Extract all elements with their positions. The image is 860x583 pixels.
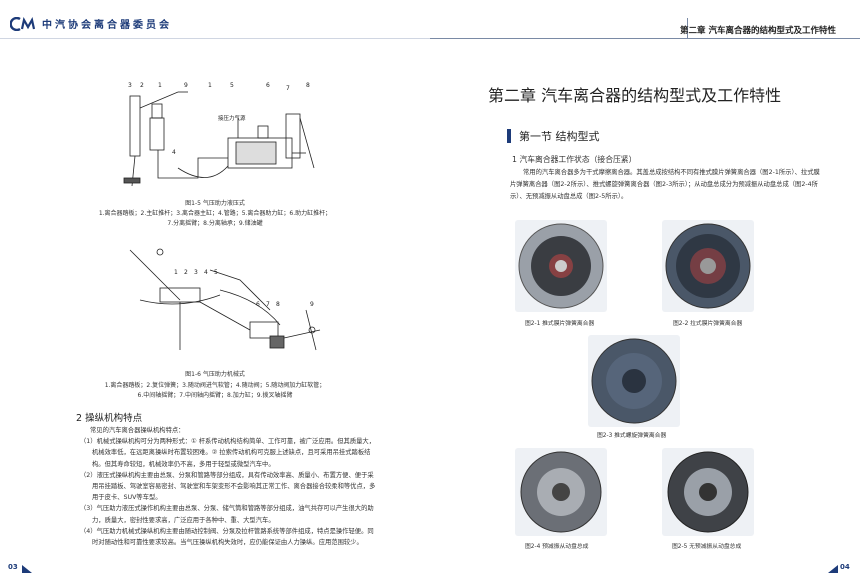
header-separator: [687, 18, 688, 38]
body-text-left: 常见的汽车离合器操纵机构特点： （1）机械式操纵机构可分为两种形式：① 杆系传动…: [78, 425, 378, 548]
fig2-num-5: 5: [214, 269, 218, 276]
org-logo: 中汽协会离合器委员会: [10, 16, 172, 31]
header-rule-left: [0, 38, 430, 39]
photo-pressure-plate-3: [588, 335, 680, 427]
fig2-num-1: 1: [174, 269, 178, 276]
fig1-num-7: 7: [286, 85, 290, 92]
clutch-disc-icon: [667, 451, 749, 533]
figure-1-5-caption: 图1-5 气压助力液压式: [185, 200, 245, 207]
clutch-cover-icon: [518, 223, 604, 309]
figure-1-5-diagram: 3 2 1 9 1 5 6 7 8 4 接压力气源: [123, 82, 315, 187]
figure-1-5-legend-line2: 7.分离摇臂；8.分离轴承；9.储油罐: [167, 220, 263, 227]
fig1-num-3: 3: [128, 82, 132, 89]
section-heading-text: 第一节 结构型式: [519, 130, 600, 143]
left-page: 中汽协会离合器委员会 3 2 1 9 1 5: [0, 16, 430, 573]
org-name: 中汽协会离合器委员会: [42, 20, 172, 31]
photo-caption-3: 图2-3 推式螺旋弹簧离合器: [597, 433, 667, 439]
header-rule-right: [430, 38, 860, 39]
figure-1-6-legend: 1.离合器踏板；2.复位弹簧；3.随动阀进气软管；4.随动阀；5.随动阀加力缸软…: [0, 381, 430, 401]
fig2-num-2: 2: [184, 269, 188, 276]
photo-caption-5: 图2-5 无预减振从动盘总成: [672, 544, 742, 550]
fig1-inline-label: 接压力气源: [218, 114, 246, 122]
paragraph-4: （4）气压助力机械式操纵机构主要由随动控制阀、分泵及拉杆管路系统等部件组成，特点…: [80, 527, 374, 547]
fig2-num-3: 3: [194, 269, 198, 276]
figure-1-5-legend: 1.离合器踏板；2.主缸推杆；3.离合器主缸；4.管路；5.离合器助力缸；6.助…: [0, 209, 430, 229]
photo-pressure-plate-1: [515, 220, 607, 312]
running-header: 第二章 汽车离合器的结构型式及工作特性: [680, 26, 836, 36]
figure-1-6-caption: 图1-6 气压助力机械式: [185, 371, 245, 378]
clutch-cover-icon: [665, 223, 751, 309]
page-number-right: 04: [840, 563, 850, 571]
paragraph-2: （2）液压式操纵机构主要由总泵、分泵和管路等部分组成，具有传动效率高、质量小、布…: [80, 471, 376, 502]
figure-1-6-legend-line2: 6.中间轴摇臂；7.中间轴内摇臂；8.加力缸；9.拨叉轴摇臂: [137, 392, 293, 399]
figure-1-6-legend-line1: 1.离合器踏板；2.复位弹簧；3.随动阀进气软管；4.随动阀；5.随动阀加力缸软…: [104, 382, 326, 389]
fig2-num-6: 6: [256, 301, 260, 308]
fig1-num-1a: 1: [158, 82, 162, 89]
intro-paragraph: 常用的汽车离合器多为干式摩擦离合器。其盖总成按结构不同有推式膜片弹簧离合器（图2…: [510, 169, 820, 200]
paragraph-3: （3）气压助力液压式操作机构主要由总泵、分泵、储气筒和管路等部分组成，油气共存可…: [80, 505, 374, 524]
fig2-num-4: 4: [204, 269, 208, 276]
chapter-title: 第二章 汽车离合器的结构型式及工作特性: [488, 86, 782, 105]
photo-caption-4: 图2-4 预减振从动盘总成: [525, 544, 589, 550]
fig1-num-1b: 1: [208, 82, 212, 89]
clutch-disc-icon: [520, 451, 602, 533]
fig2-num-7: 7: [266, 301, 270, 308]
photo-pressure-plate-2: [662, 220, 754, 312]
figure-1-5-legend-line1: 1.离合器踏板；2.主缸推杆；3.离合器主缸；4.管路；5.离合器助力缸；6.助…: [98, 210, 332, 217]
photo-caption-2: 图2-2 拉式膜片弹簧离合器: [673, 321, 743, 327]
photo-clutch-disc-1: [515, 448, 607, 536]
page-corner-left-icon: [22, 565, 32, 573]
page-number-left: 03: [8, 563, 18, 571]
fig1-num-5: 5: [230, 82, 234, 89]
paragraph-intro: 常见的汽车离合器操纵机构特点：: [90, 427, 185, 434]
section-heading: 第一节 结构型式: [507, 128, 600, 144]
fig1-num-9: 9: [184, 82, 188, 89]
fig1-num-8: 8: [306, 82, 310, 89]
photo-caption-1: 图2-1 推式膜片弹簧离合器: [525, 321, 595, 327]
photo-clutch-disc-2: [662, 448, 754, 536]
fig1-num-4: 4: [172, 149, 176, 156]
section-bar-icon: [507, 129, 511, 143]
fig1-num-6: 6: [266, 82, 270, 89]
subheading: 1 汽车离合器工作状态（接合压紧）: [512, 155, 637, 164]
logo-mark-icon: [10, 16, 36, 31]
clutch-cover-icon: [591, 338, 677, 424]
fig2-num-8: 8: [276, 301, 280, 308]
fig2-num-9: 9: [310, 301, 314, 308]
page-corner-right-icon: [828, 565, 838, 573]
section-title-controls: 2 操纵机构特点: [76, 413, 143, 424]
fig1-num-2: 2: [140, 82, 144, 89]
paragraph-1: （1）机械式操纵机构可分为两种形式：① 杆系传动机构结构简单、工作可靠，被广泛应…: [80, 438, 376, 468]
figure-1-6-diagram: 1 2 3 4 5 6 7 8 9: [129, 248, 321, 351]
